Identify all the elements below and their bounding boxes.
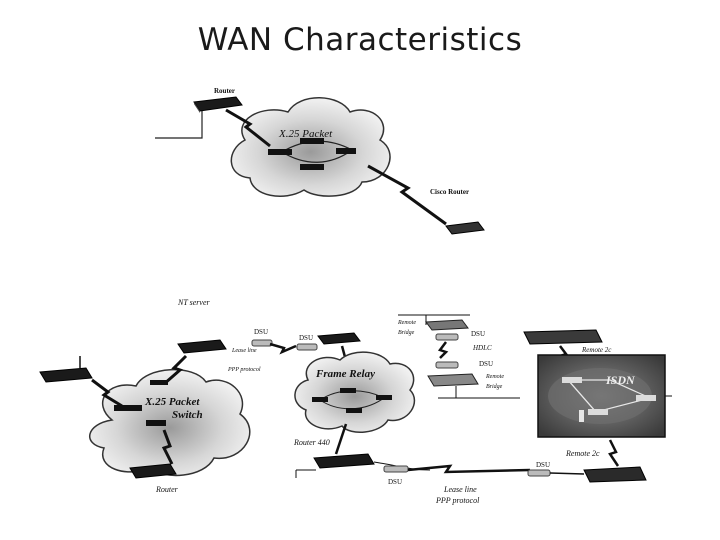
router-440-icon bbox=[313, 453, 375, 469]
frame-relay-label: Frame Relay bbox=[315, 368, 375, 380]
dsu-icon bbox=[383, 465, 409, 473]
lease-line-bottom-label: Lease line bbox=[443, 485, 477, 494]
wan-link-lightning bbox=[161, 429, 174, 465]
router-icon bbox=[317, 332, 361, 345]
x25-cloud bbox=[230, 97, 391, 197]
wan-link-lightning bbox=[91, 378, 123, 408]
wan-link-lightning bbox=[163, 354, 188, 386]
router-icon bbox=[129, 463, 177, 479]
remote-bridge-icon bbox=[427, 373, 479, 387]
remote-bridge-icon bbox=[425, 319, 469, 331]
dsu-label: DSU bbox=[471, 330, 485, 338]
lease-line-label: Lease line bbox=[231, 348, 257, 354]
remote-2c-device-icon bbox=[583, 466, 647, 483]
packet-switch bbox=[346, 408, 362, 413]
packet-switch bbox=[340, 388, 356, 393]
nt-server-router-icon bbox=[177, 339, 227, 354]
packet-switch bbox=[376, 395, 392, 400]
nt-server-label: NT server bbox=[177, 298, 211, 307]
top-diagram: Router Cisco Router X.25 Packet bbox=[155, 87, 485, 235]
router-440-label: Router 440 bbox=[293, 438, 330, 447]
isdn-switch bbox=[588, 409, 608, 415]
packet-switch bbox=[300, 138, 324, 144]
ppp-protocol-bottom-label: PPP protocol bbox=[435, 496, 480, 505]
dsu-label: DSU bbox=[536, 461, 550, 469]
remote-bridge-top-label: Bridge bbox=[398, 330, 415, 336]
dsu-icon bbox=[251, 339, 273, 347]
isdn-switch bbox=[562, 377, 582, 383]
dsu-icon bbox=[435, 333, 459, 341]
x25-switch-label-2: Switch bbox=[172, 409, 203, 421]
wan-link-lightning bbox=[367, 164, 447, 226]
isdn-label: ISDN bbox=[605, 373, 636, 387]
packet-switch bbox=[268, 149, 292, 155]
wan-link-lightning bbox=[407, 464, 531, 474]
packet-switch bbox=[336, 148, 356, 154]
remote-bridge-bottom-label: Bridge bbox=[486, 384, 503, 390]
cisco-router-label: Cisco Router bbox=[430, 188, 469, 196]
dsu-icon bbox=[296, 343, 318, 351]
ppp-protocol-label: PPP protocol bbox=[227, 367, 261, 373]
x25-switch-label-1: X.25 Packet bbox=[144, 396, 200, 408]
wan-link-lightning bbox=[437, 341, 449, 359]
router-icon bbox=[193, 96, 243, 112]
x25-switch-cloud bbox=[88, 369, 251, 477]
wan-link-lightning bbox=[269, 342, 297, 355]
slide-title: WAN Characteristics bbox=[197, 22, 523, 58]
remote-2c-device-icon bbox=[523, 329, 603, 345]
remote-bridge-top-label: Remote bbox=[397, 320, 416, 326]
wan-link-lightning bbox=[608, 439, 620, 467]
dsu-icon bbox=[435, 361, 459, 369]
packet-switch bbox=[312, 397, 328, 402]
remote-bridge-bottom-label: Remote bbox=[485, 374, 504, 380]
dsu-label: DSU bbox=[388, 478, 402, 486]
dsu-icon bbox=[527, 469, 551, 477]
dsu-label: DSU bbox=[299, 334, 313, 342]
hdlc-label: HDLC bbox=[472, 344, 492, 352]
packet-switch bbox=[300, 164, 324, 170]
dsu-label: DSU bbox=[254, 328, 268, 336]
bottom-diagram: X.25 Packet Switch NT server Lease line … bbox=[39, 298, 672, 505]
router-label: Router bbox=[214, 87, 235, 95]
router-icon bbox=[39, 367, 93, 383]
packet-switch bbox=[146, 420, 166, 426]
isdn-switch bbox=[636, 395, 656, 401]
packet-switch bbox=[114, 405, 142, 411]
x25-cloud-label: X.25 Packet bbox=[278, 128, 333, 140]
remote-2c-top-label: Remote 2c bbox=[581, 346, 612, 354]
remote-2c-bottom-label: Remote 2c bbox=[565, 449, 600, 458]
lan-segment bbox=[155, 108, 203, 139]
router-label: Router bbox=[155, 485, 179, 494]
dsu-label: DSU bbox=[479, 360, 493, 368]
cisco-router-icon bbox=[445, 221, 485, 235]
wan-link-lightning bbox=[225, 108, 271, 148]
